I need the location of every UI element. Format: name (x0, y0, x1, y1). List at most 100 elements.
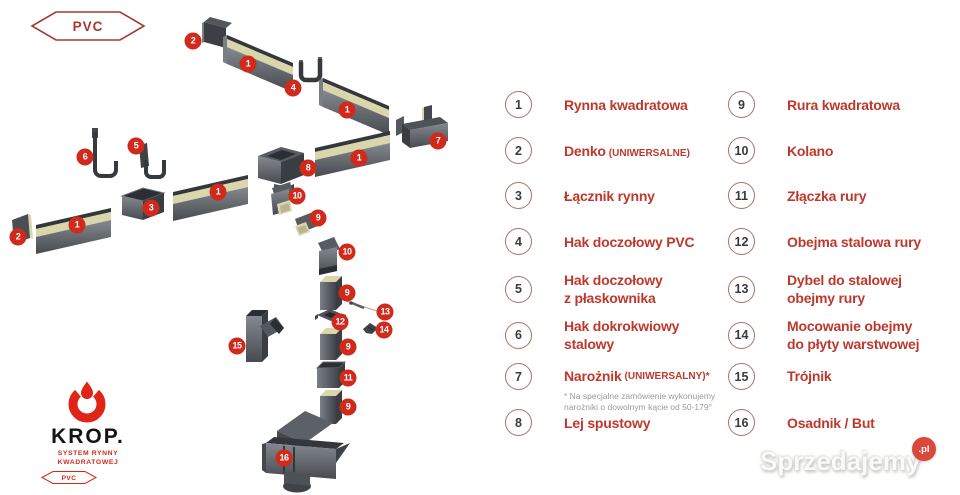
watermark-text: Sprzedajemy (760, 446, 921, 476)
legend-number: 11 (728, 182, 755, 209)
legend-label: Rynna kwadratowa (564, 96, 688, 113)
part-badge: 13 (376, 303, 394, 321)
legend-label: Denko (564, 142, 606, 159)
legend-row-9: 9 Rura kwadratowa (728, 91, 900, 118)
legend-row-16: 16 Osadnik / But (728, 409, 875, 436)
end-cap-part (202, 17, 232, 48)
part-badge: 14 (375, 321, 393, 339)
legend-sublabel: (UNIWERSALNY)* (624, 370, 710, 382)
part-badge: 9 (339, 398, 357, 416)
gutter-part (223, 35, 293, 92)
part-badge: 5 (127, 137, 145, 155)
legend-label: Hak doczołowy z płaskownika (564, 272, 663, 306)
legend-column-right: 9 Rura kwadratowa 10 Kolano 11 Złączka r… (728, 0, 956, 495)
legend-row-6: 6 Hak dokrokwiowy stalowy (505, 317, 679, 353)
legend-label: Hak dokrokwiowy stalowy (564, 318, 680, 352)
krop-tagline-line1: SYSTEM RYNNY (57, 450, 119, 457)
legend-number: 4 (505, 228, 532, 255)
legend-row-5: 5 Hak doczołowy z płaskownika (505, 271, 663, 307)
dowel-pin-part (345, 300, 378, 312)
pipe-part (320, 328, 342, 360)
collector-boot-part (262, 411, 350, 493)
legend-row-11: 11 Złączka rury (728, 182, 867, 209)
part-badge: 9 (338, 284, 356, 302)
part-badge: 2 (9, 228, 27, 246)
legend-row-10: 10 Kolano (728, 137, 833, 164)
legend-label: Osadnik / But (787, 414, 875, 431)
legend-column-left: 1 Rynna kwadratowa 2 Denko(UNIWERSALNE) … (505, 0, 723, 495)
watermark-pl-circle: .pl (912, 437, 936, 461)
part-badge: 9 (309, 209, 327, 227)
legend-label: Kolano (787, 142, 834, 159)
part-badge: 11 (339, 369, 357, 387)
legend-number: 8 (505, 409, 532, 436)
rafter-hook-part (92, 128, 118, 178)
legend-number: 1 (505, 91, 532, 118)
part-badge: 1 (350, 149, 368, 167)
legend-number: 6 (505, 321, 532, 349)
krop-pvc-badge: PVC (40, 471, 98, 484)
gutter-hook-part (298, 57, 323, 83)
legend-number: 2 (505, 137, 532, 164)
part-badge: 7 (429, 132, 447, 150)
legend-label: Hak doczołowy PVC (564, 233, 695, 250)
legend-label: Dybel do stalowej obejmy rury (787, 272, 902, 306)
legend-row-4: 4 Hak doczołowy PVC (505, 228, 695, 255)
tee-part (246, 310, 284, 362)
part-badge: 1 (338, 101, 356, 119)
part-badge: 9 (339, 338, 357, 356)
legend-row-3: 3 Łącznik rynny (505, 182, 655, 209)
legend-footnote: * Na specjalne zamówienie wykonujemy nar… (564, 391, 716, 412)
legend-row-12: 12 Obejma stalowa rury (728, 228, 921, 255)
legend-row-2: 2 Denko(UNIWERSALNE) (505, 137, 690, 164)
legend-number: 12 (728, 228, 755, 255)
legend-row-7: 7 Narożnik(UNIWERSALNY)* * Na specjalne … (505, 363, 715, 413)
legend-number: 5 (505, 275, 532, 303)
legend-number: 15 (728, 363, 755, 390)
pvc-badge-label: PVC (73, 19, 104, 34)
legend-number: 13 (728, 275, 755, 303)
legend-label: Łącznik rynny (564, 187, 655, 204)
legend-label: Złączka rury (787, 187, 867, 204)
part-badge: 15 (228, 337, 246, 355)
sprzedajemy-watermark: Sprzedajemy .pl (760, 437, 936, 477)
part-badge: 8 (299, 159, 317, 177)
legend-row-13: 13 Dybel do stalowej obejmy rury (728, 271, 902, 307)
legend-label: Mocowanie obejmy do płyty warstwowej (787, 318, 920, 352)
legend-number: 3 (505, 182, 532, 209)
part-badge: 10 (338, 243, 356, 261)
legend-label: Obejma stalowa rury (787, 233, 921, 250)
part-badge: 6 (76, 148, 94, 166)
part-badge: 2 (184, 32, 202, 50)
krop-logo: KROP. SYSTEM RYNNY KWADRATOWEJ PVC (40, 378, 136, 485)
krop-pvc-badge-label: PVC (62, 475, 77, 482)
legend-number: 9 (728, 91, 755, 118)
part-badge: 4 (284, 79, 302, 97)
part-badge: 12 (331, 313, 349, 331)
legend-row-14: 14 Mocowanie obejmy do płyty warstwowej (728, 317, 920, 353)
legend-row-1: 1 Rynna kwadratowa (505, 91, 688, 118)
legend-row-15: 15 Trójnik (728, 363, 832, 390)
krop-drop-icon (68, 381, 106, 423)
legend-number: 14 (728, 321, 755, 349)
legend-label: Narożnik (564, 368, 622, 384)
pvc-material-badge: PVC (30, 11, 146, 41)
legend-number: 16 (728, 409, 755, 436)
part-badge: 1 (68, 216, 86, 234)
legend-number: 7 (505, 363, 532, 390)
krop-logo-name: KROP. (51, 425, 125, 448)
legend-number: 10 (728, 137, 755, 164)
gutter-part (173, 175, 248, 221)
legend-label: Lej spustowy (564, 414, 651, 431)
gutter-part (319, 78, 389, 135)
elbow-part (318, 237, 340, 275)
krop-tagline-line2: KWADRATOWEJ (57, 458, 119, 466)
clamp-mount-part (363, 323, 378, 334)
pipe-part (320, 390, 342, 424)
part-badge: 16 (275, 449, 293, 467)
legend-row-8: 8 Lej spustowy (505, 409, 650, 436)
legend-label: Trójnik (787, 368, 832, 384)
part-badge: 3 (142, 199, 160, 217)
part-badge: 10 (288, 187, 306, 205)
